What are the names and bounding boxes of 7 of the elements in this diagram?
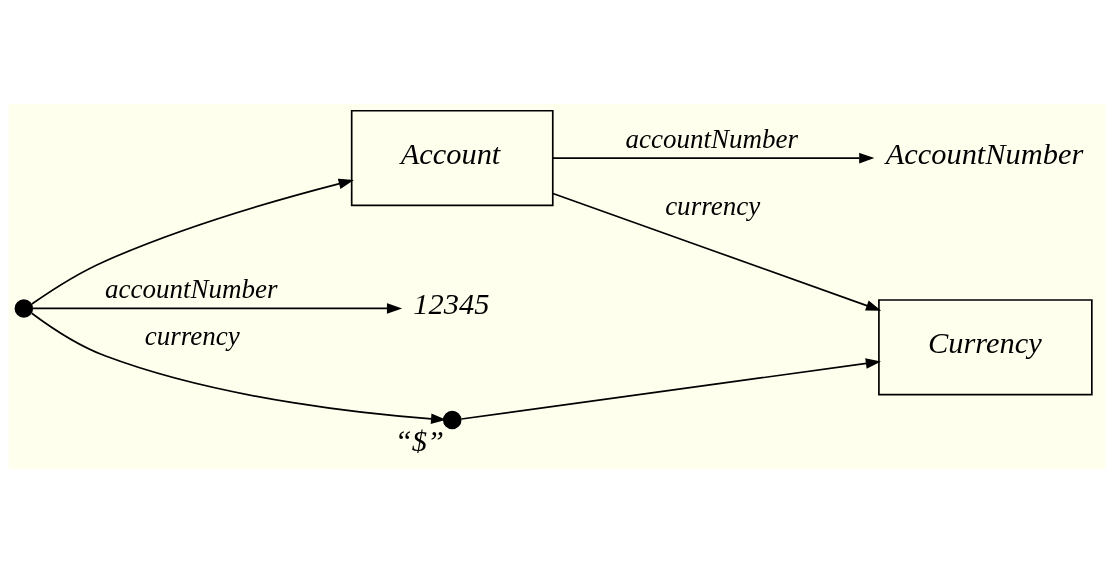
node-text: AccountNumber [885, 136, 1084, 171]
edge-label: accountNumber [104, 273, 278, 304]
node-text: 12345 [413, 287, 490, 322]
node-label: “$” [394, 424, 444, 459]
edge-label: currency [665, 191, 761, 222]
edge-label: currency [144, 321, 240, 352]
edge-label: accountNumber [625, 123, 799, 154]
